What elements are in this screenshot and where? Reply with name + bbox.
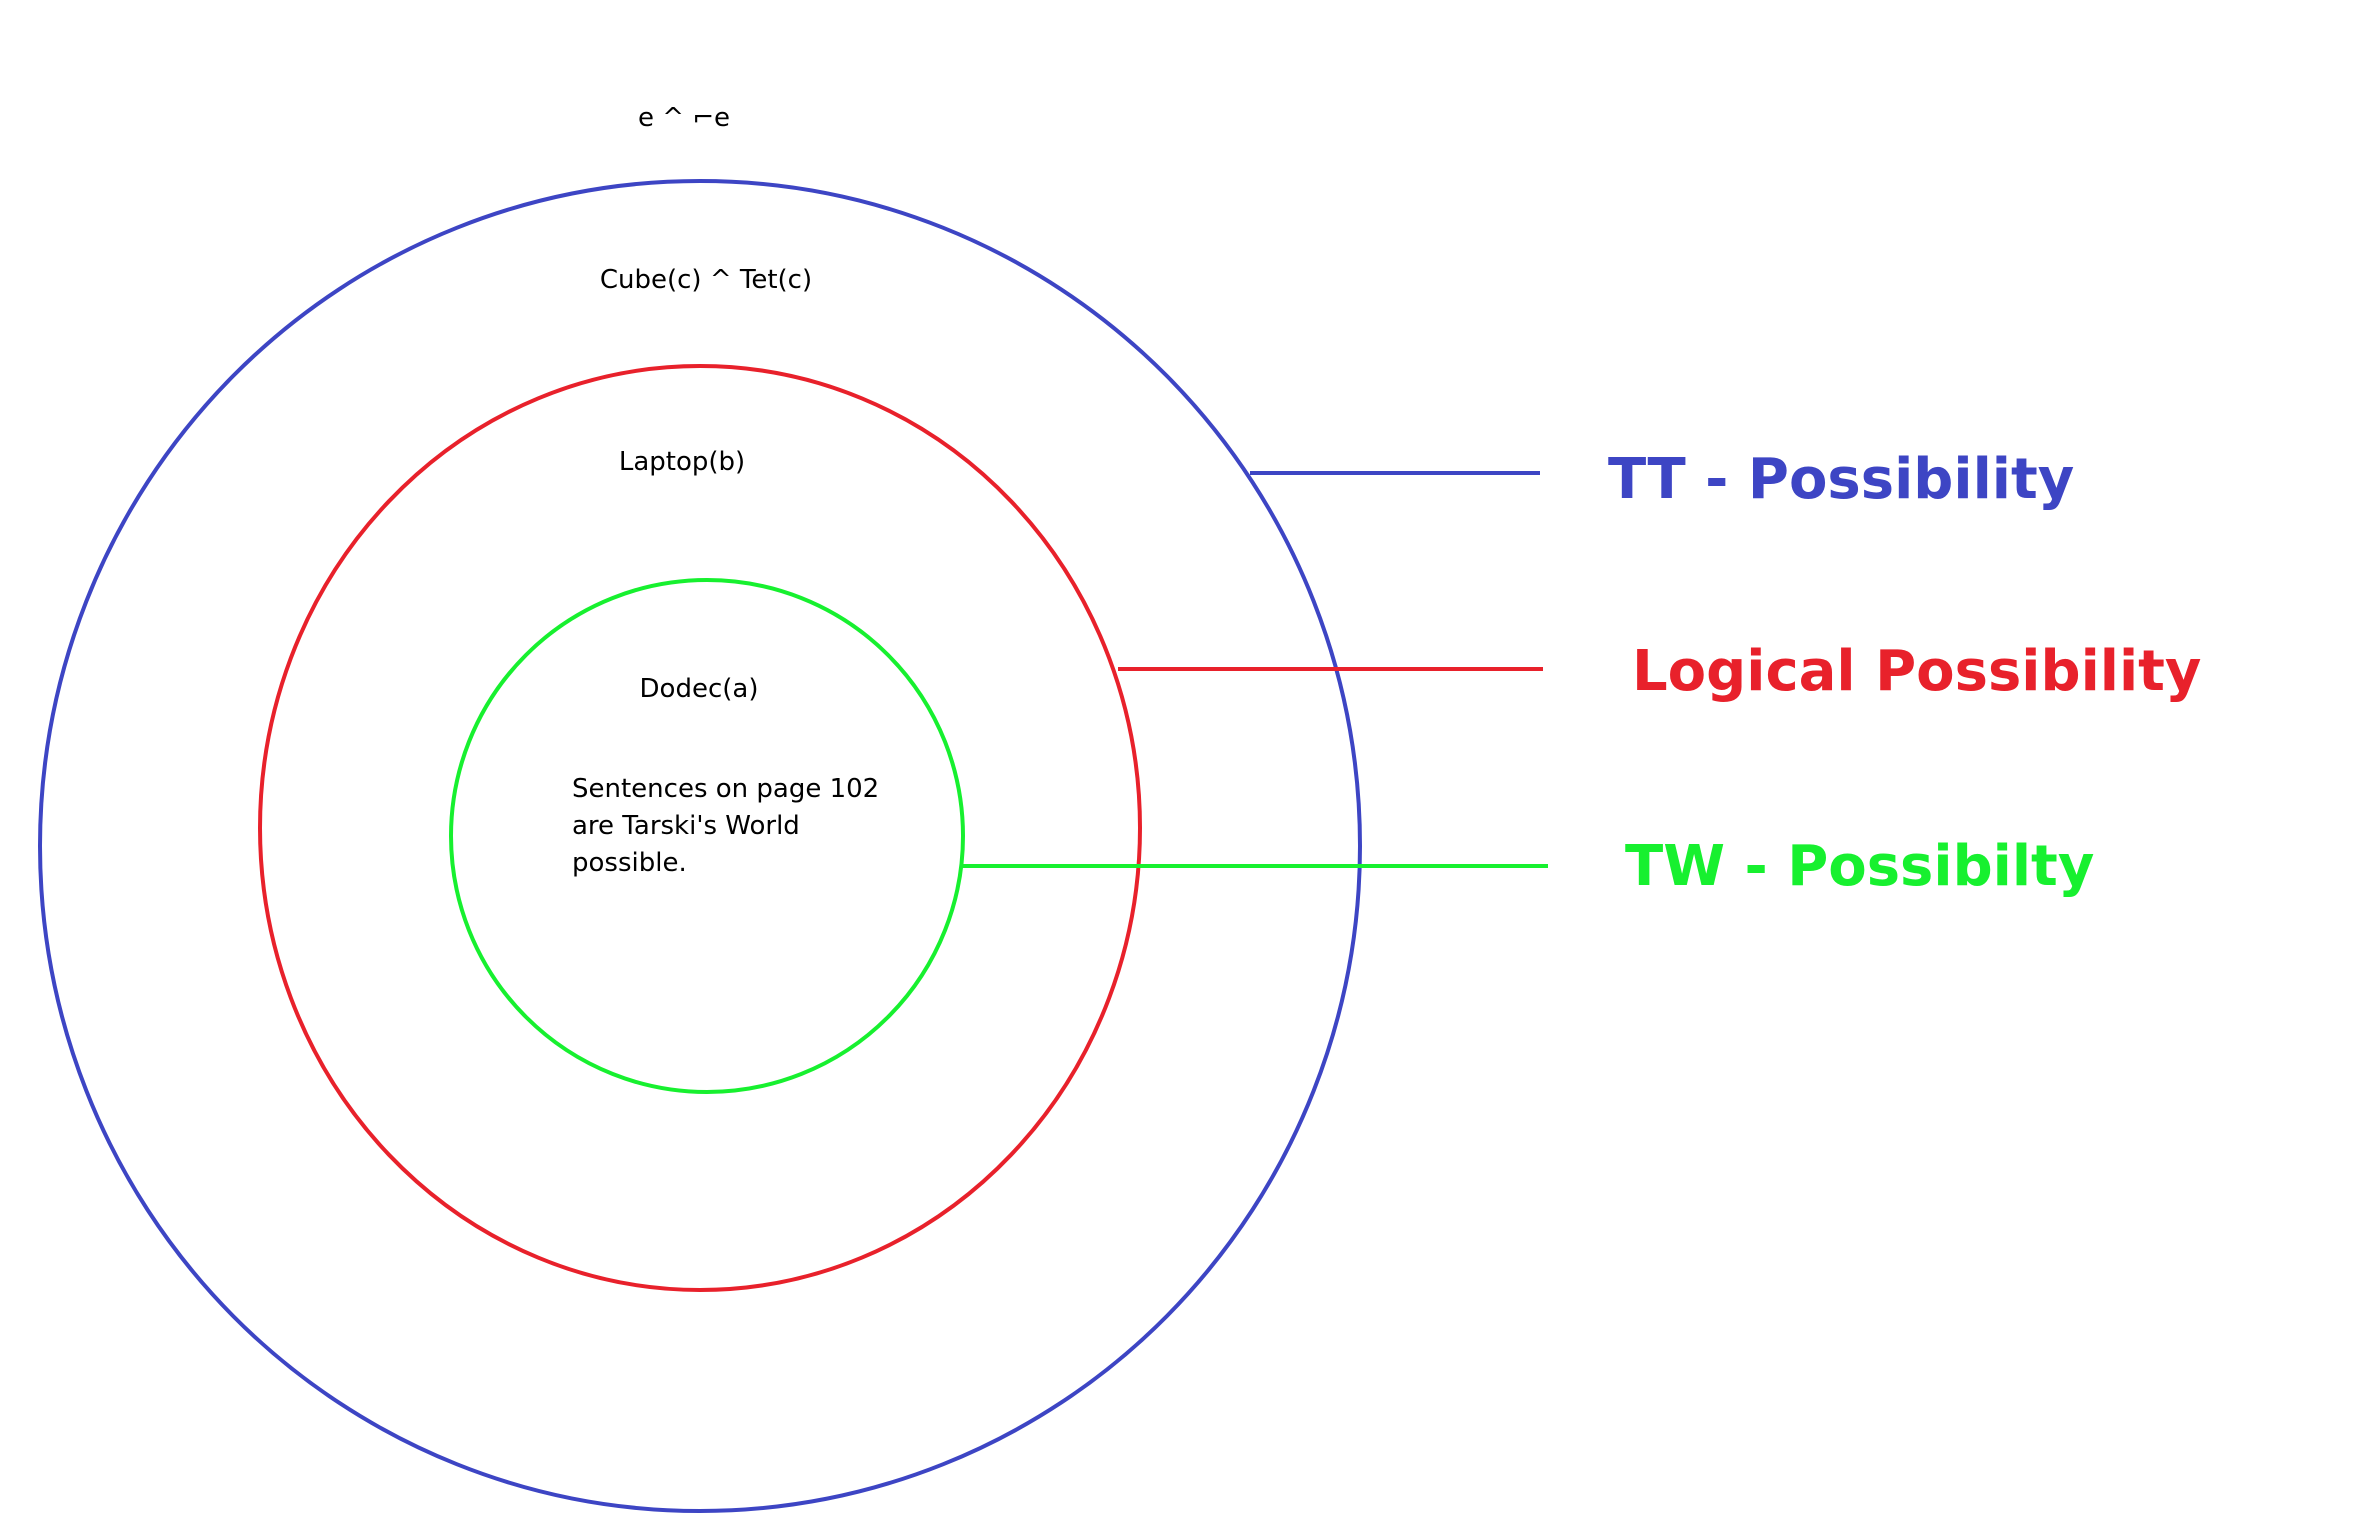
logical-possibility-circle — [258, 364, 1142, 1292]
tw-region-label: Dodec(a) — [640, 674, 759, 704]
tt-legend-label: TT - Possibility — [1608, 447, 2074, 512]
outer-label: e ^ ⌐e — [638, 103, 730, 133]
tw-note-line-3: possible. — [572, 848, 687, 878]
tw-note-line-1: Sentences on page 102 — [572, 774, 879, 804]
tt-possibility-circle — [38, 179, 1362, 1513]
logical-legend-label: Logical Possibility — [1632, 639, 2201, 704]
tw-legend-label: TW - Possibilty — [1625, 834, 2094, 899]
tt-region-label: Cube(c) ^ Tet(c) — [600, 265, 812, 295]
logical-region-label: Laptop(b) — [619, 447, 745, 477]
tw-note-line-2: are Tarski's World — [572, 811, 800, 841]
tw-possibility-circle — [449, 578, 965, 1094]
